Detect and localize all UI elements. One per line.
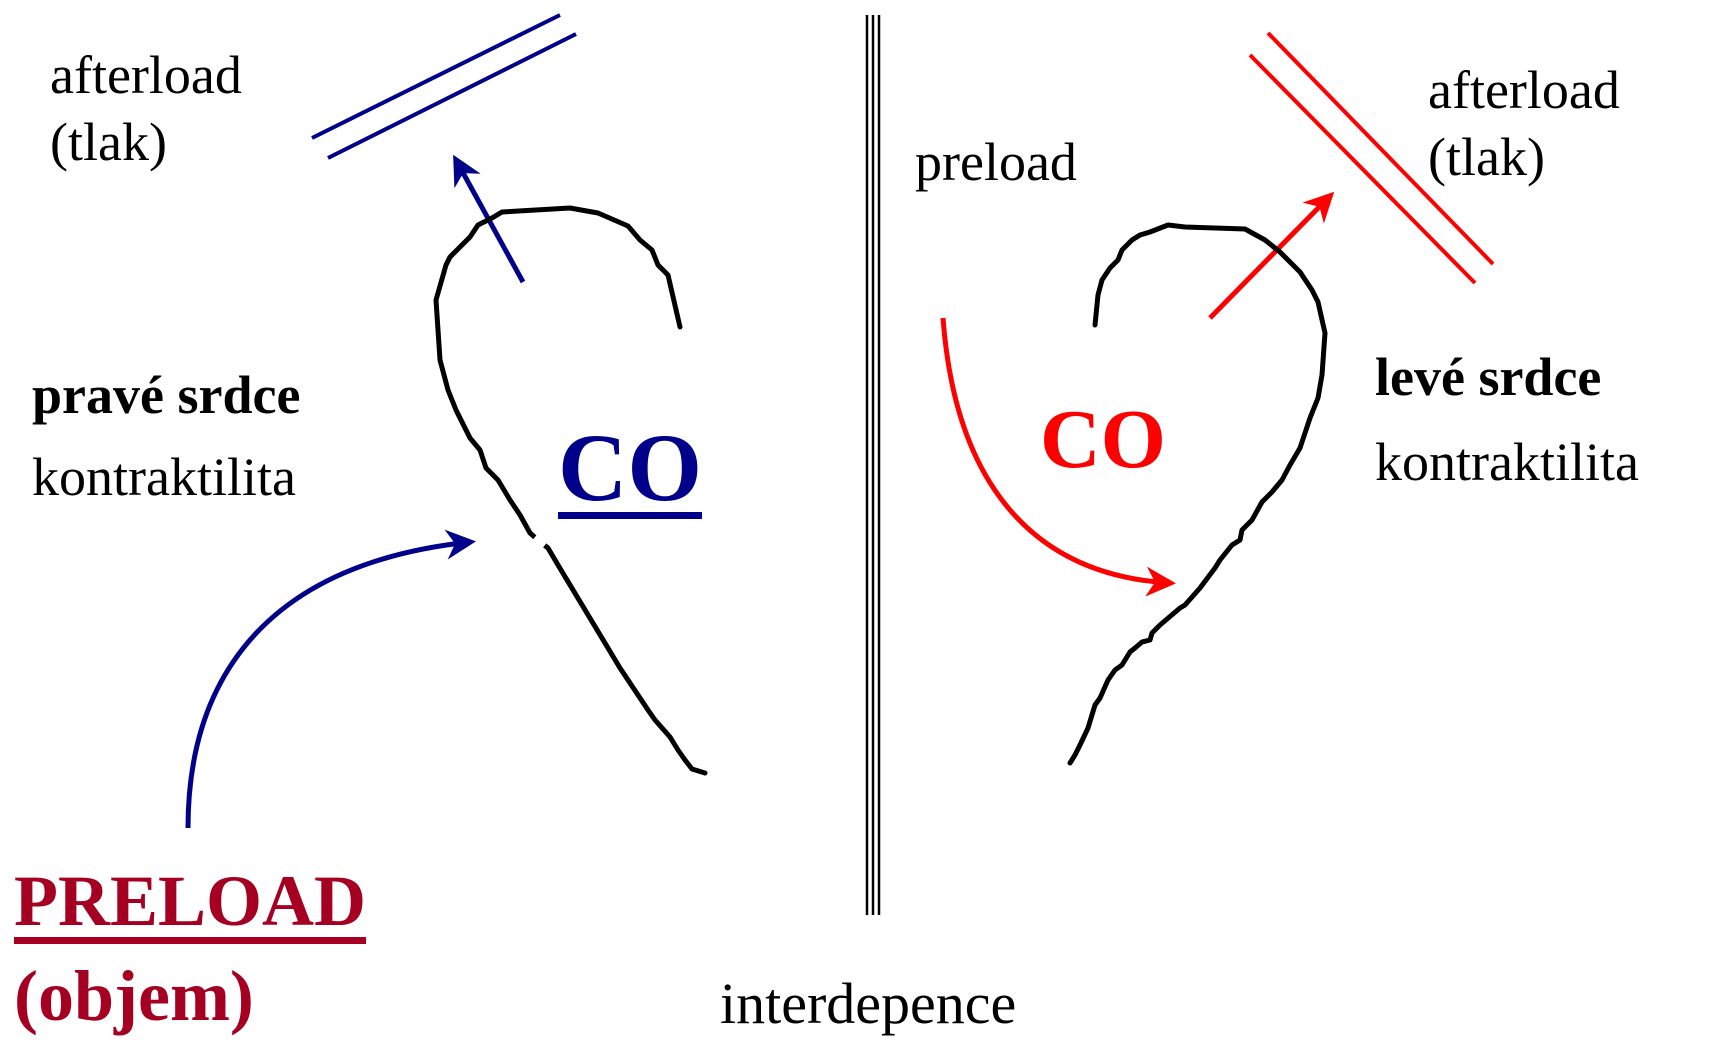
left-afterload-lines <box>311 13 577 160</box>
right-heart-title: levé srdce <box>1375 347 1602 407</box>
right-preload-arrow <box>940 317 1176 597</box>
right-afterload-arrow <box>1208 191 1335 320</box>
left-afterload-label: afterload (tlak) <box>50 48 242 169</box>
left-heart-gap <box>532 533 548 549</box>
right-afterload-line2: (tlak) <box>1428 127 1545 187</box>
left-heart-subtitle: kontraktilita <box>32 447 296 507</box>
right-afterload-lines <box>1248 31 1495 285</box>
left-heart-outline <box>433 205 708 776</box>
left-preload-label: PRELOAD <box>14 861 367 941</box>
right-afterload-line1: afterload <box>1428 60 1620 120</box>
right-co-label: CO <box>1040 393 1166 486</box>
left-afterload-line2: (tlak) <box>50 112 167 172</box>
right-afterload-label: afterload (tlak) <box>1428 63 1620 184</box>
left-afterload-line1: afterload <box>50 45 242 105</box>
center-divider <box>865 15 881 915</box>
left-preload-sublabel: (objem) <box>14 956 254 1036</box>
interdependence-label: interdepence <box>720 971 1017 1036</box>
left-heart-title: pravé srdce <box>32 365 301 425</box>
left-preload-arrow <box>185 529 476 829</box>
right-preload-label: preload <box>915 132 1077 192</box>
right-heart-subtitle: kontraktilita <box>1375 432 1639 492</box>
right-heart-outline <box>1067 222 1328 766</box>
left-co-label: CO <box>558 414 702 521</box>
